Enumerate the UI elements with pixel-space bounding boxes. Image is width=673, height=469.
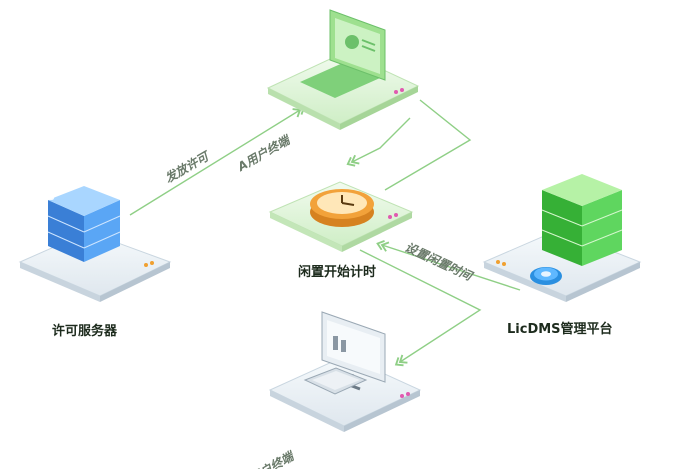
- edge-timer-up: [384, 99, 472, 191]
- edge-set-idle-time: [376, 240, 521, 291]
- gear-icon: [530, 267, 562, 285]
- edge-timer-to-b: [359, 249, 482, 367]
- license-server-node: [18, 186, 172, 302]
- licdms-node: [482, 174, 642, 302]
- edge-a-to-timer: [346, 117, 411, 167]
- idle-timer-label: 闲置开始计时: [298, 264, 376, 280]
- idle-timer-node: [268, 181, 414, 252]
- client-a-node: [266, 9, 420, 130]
- connector-lines: [129, 99, 521, 367]
- server-stack-green-icon: [541, 174, 623, 266]
- client-a-label: A用户终端: [234, 132, 293, 174]
- laptop-icon: [300, 9, 386, 98]
- license-server-label: 许可服务器: [52, 323, 118, 339]
- client-b-label: B用户终端: [239, 448, 297, 469]
- desktop-monitor-icon: [303, 311, 386, 395]
- client-b-node: [268, 311, 422, 432]
- server-stack-blue-icon: [38, 186, 121, 262]
- licdms-label: LicDMS管理平台: [507, 321, 613, 337]
- edge-issue-license: [129, 105, 306, 216]
- clock-icon: [310, 189, 374, 227]
